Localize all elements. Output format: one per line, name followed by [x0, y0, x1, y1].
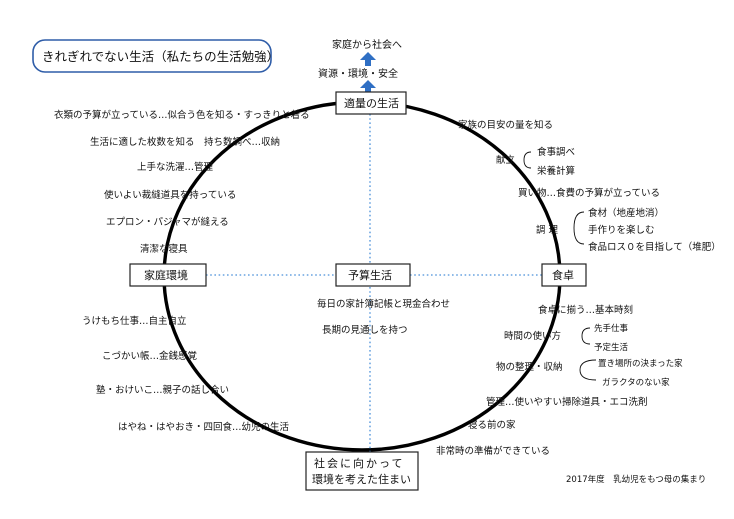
kondate-label: 献立	[496, 154, 515, 166]
lower-left-item: はやね・はやおき・四回食…幼児の生活	[118, 421, 290, 433]
chori-bracket	[573, 211, 585, 245]
node-right-box	[541, 263, 587, 287]
seiri-item: 置き場所の決まった家	[598, 358, 683, 369]
chain-top-text: 家庭から社会へ	[332, 38, 402, 51]
lower-left-item: 塾・おけいこ…親子の話し合い	[96, 384, 229, 396]
chori-item: 手作りを楽しむ	[588, 224, 655, 236]
hijoji-text: 非常時の準備ができている	[436, 445, 550, 457]
upper-left-item: 清潔な寝具	[140, 243, 188, 255]
lower-left-item: うけもち仕事…自主自立	[82, 315, 187, 327]
time-bracket	[581, 327, 591, 345]
chain-middle-text: 資源・環境・安全	[318, 67, 398, 80]
center-item: 毎日の家計簿記帳と現金合わせ	[317, 298, 450, 310]
upper-right-family-amount: 家族の目安の量を知る	[458, 119, 553, 131]
node-center-box	[335, 263, 411, 287]
node-center-label: 予算生活	[348, 268, 392, 282]
node-right-label: 食卓	[552, 268, 574, 282]
node-top-box	[335, 91, 407, 115]
kondate-bracket	[523, 151, 532, 169]
node-left-label: 家庭環境	[144, 268, 188, 282]
kanri-text: 管理…使いやすい掃除道具・エコ洗剤	[486, 396, 648, 408]
upper-left-item: エプロン・パジャマが縫える	[106, 216, 229, 228]
footer-note: 2017年度 乳幼児をもつ母の集まり	[566, 474, 706, 485]
node-bottom-box	[305, 451, 419, 491]
shokutaku-text: 食卓に揃う…基本時刻	[538, 304, 633, 316]
title-box	[32, 39, 272, 73]
center-item: 長期の見通しを持つ	[322, 324, 408, 336]
node-top-label: 適量の生活	[344, 96, 399, 110]
seiri-label: 物の整理・収納	[496, 361, 563, 373]
kondate-item: 食事調べ	[537, 146, 575, 158]
upper-left-item: 使いよい裁縫道具を持っている	[104, 189, 236, 201]
time-item: 先手仕事	[594, 323, 629, 334]
upper-left-item: 衣類の予算が立っている…似合う色を知る・すっきりと着る	[54, 109, 310, 121]
node-bottom-line2: 環境を考えた住まい	[312, 472, 411, 486]
seiri-item: ガラクタのない家	[602, 377, 670, 388]
seiri-bracket	[579, 359, 597, 381]
node-bottom-line1: 社会に向かって	[314, 456, 404, 470]
upper-left-item: 上手な洗濯…管理	[137, 161, 214, 173]
kondate-item: 栄養計算	[537, 165, 575, 177]
time-label: 時間の使い方	[504, 330, 561, 342]
up-arrow-icon	[360, 80, 376, 94]
chori-item: 食材（地産地消）	[588, 207, 664, 219]
upper-left-item: 生活に適した枚数を知る 持ち数調べ…収納	[90, 136, 280, 148]
neru-text: 寝る前の家	[468, 419, 516, 431]
chori-item: 食品ロス０を目指して（堆肥）	[588, 241, 721, 253]
time-item: 予定生活	[594, 342, 629, 353]
kaimono-text: 買い物…食費の予算が立っている	[518, 187, 660, 199]
up-arrow-icon	[360, 52, 376, 66]
node-left-box	[129, 263, 207, 287]
page-title: きれぎれでない生活（私たちの生活勉強）	[42, 49, 279, 64]
chori-label: 調 理	[536, 224, 559, 236]
lower-left-item: こづかい帳…金銭感覚	[102, 350, 198, 362]
